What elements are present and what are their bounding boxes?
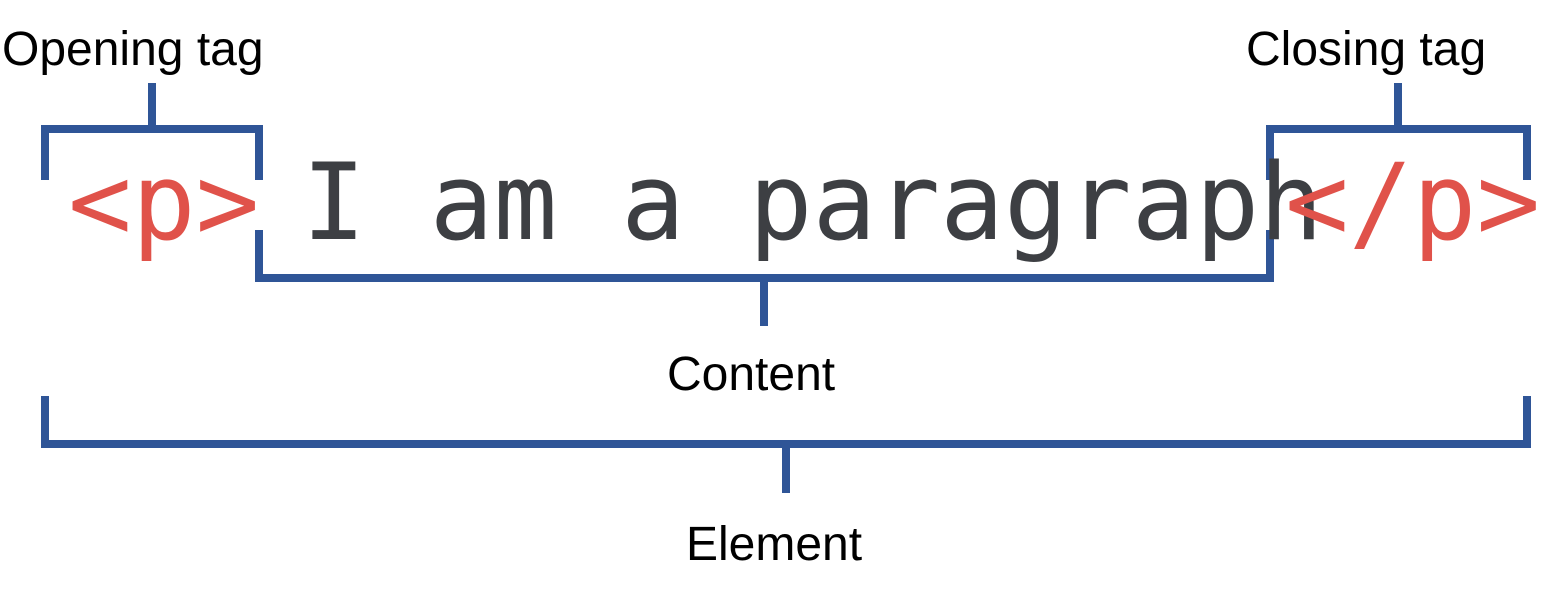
closing-tag-code: </p> xyxy=(1285,141,1541,264)
opening-tag-code: <p> xyxy=(68,141,260,264)
paragraph-content-code: I am a paragraph xyxy=(302,141,1324,264)
element-bracket xyxy=(41,396,1531,448)
content-label: Content xyxy=(667,348,836,401)
element-label: Element xyxy=(686,518,863,571)
closing-tag-label: Closing tag xyxy=(1246,23,1487,76)
opening-tag-label: Opening tag xyxy=(2,23,264,76)
